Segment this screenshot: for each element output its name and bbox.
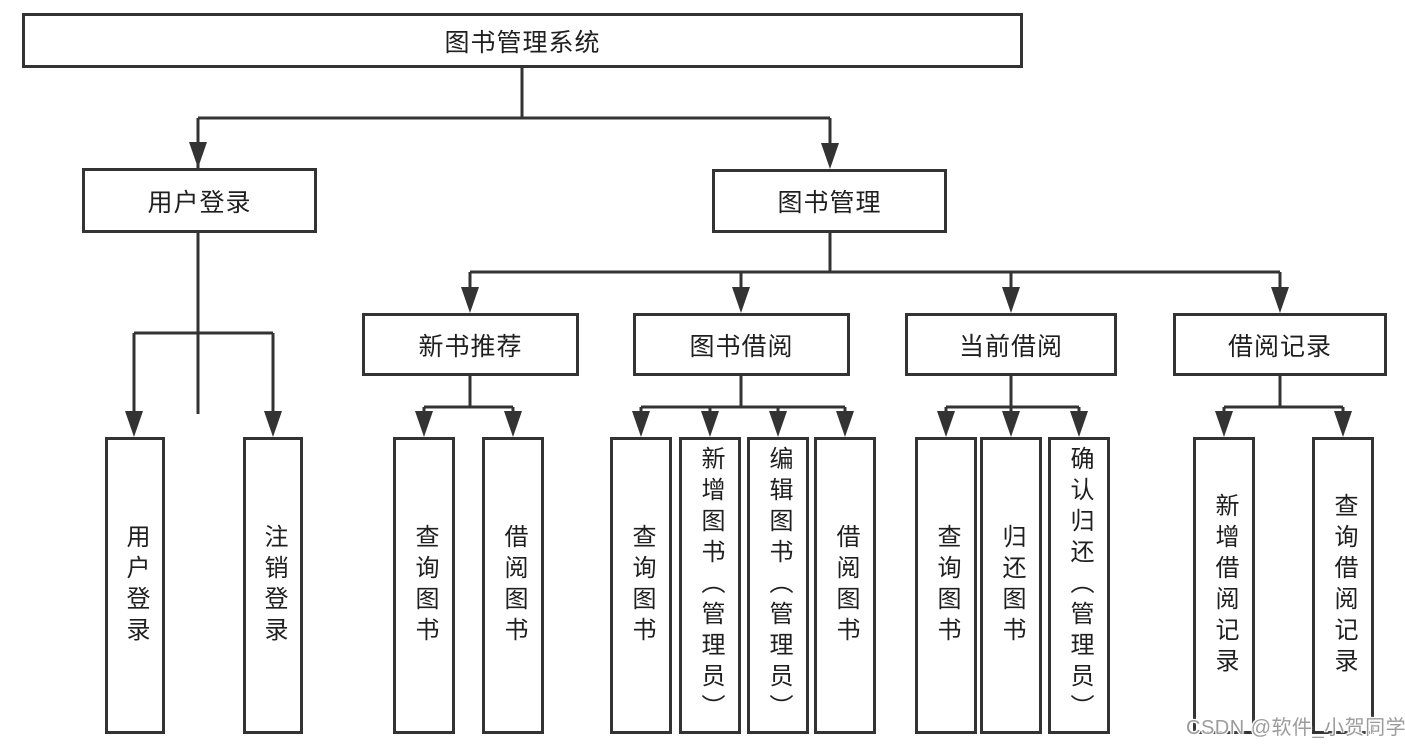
leaf-query-books-current: 查询图书 [915,437,977,734]
arrowhead [189,142,207,168]
leaf-logout: 注销登录 [243,437,303,734]
leaf-query-books-borrow: 查询图书 [610,437,672,734]
node-library-system-label: 图书管理系统 [444,28,601,57]
node-borrowing-records: 借阅记录 [1173,313,1387,376]
arrowhead [415,411,433,437]
node-new-book-recommendation-label: 新书推荐 [418,332,523,361]
arrowhead [632,411,650,437]
leaf-query-borrow-record: 查询借阅记录 [1312,437,1374,734]
node-book-borrowing-label: 图书借阅 [689,332,794,361]
csdn-watermark: CSDN @软件_小贺同学 [1186,717,1405,739]
node-borrowing-records-label: 借阅记录 [1227,332,1332,361]
arrowhead [1271,287,1289,313]
leaf-borrow-books-recommend: 借阅图书 [482,437,544,734]
leaf-confirm-return-admin-label: 确认归还（管理员） [1066,446,1093,725]
arrowhead [504,411,522,437]
leaf-query-books-borrow-label: 查询图书 [628,523,655,648]
leaf-confirm-return-admin: 确认归还（管理员） [1048,437,1110,734]
node-current-borrowing: 当前借阅 [905,313,1117,376]
arrowhead [125,411,143,437]
node-user-login: 用户登录 [82,168,317,233]
node-new-book-recommendation: 新书推荐 [362,313,579,376]
node-current-borrowing-label: 当前借阅 [958,332,1063,361]
node-book-management: 图书管理 [712,169,947,233]
node-book-management-label: 图书管理 [777,189,882,217]
branch-root-to-level2 [189,68,839,414]
leaf-add-borrow-record: 新增借阅记录 [1193,437,1255,734]
leaf-add-borrow-record-label: 新增借阅记录 [1211,492,1238,679]
arrowhead [769,411,787,437]
node-book-borrowing: 图书借阅 [633,313,850,376]
leaf-user-login-label: 用户登录 [122,523,149,648]
arrowhead [821,143,839,169]
arrowhead [1070,411,1088,437]
arrowhead [1334,411,1352,437]
leaf-return-books-label: 归还图书 [998,523,1025,648]
arrowhead [836,411,854,437]
leaf-user-login: 用户登录 [105,437,165,734]
leaf-query-borrow-record-label: 查询借阅记录 [1330,492,1357,679]
leaf-edit-books-admin-label: 编辑图书（管理员） [765,446,792,725]
arrowhead [1002,287,1020,313]
leaf-borrow-books-label: 借阅图书 [832,523,859,648]
branch-book-borrowing [632,376,854,437]
leaf-borrow-books: 借阅图书 [814,437,876,734]
arrowhead [1215,411,1233,437]
node-user-login-label: 用户登录 [147,188,252,217]
leaf-return-books: 归还图书 [980,437,1042,734]
arrowhead [264,411,282,437]
arrowhead [461,287,479,313]
branch-user-login [125,233,282,437]
leaf-query-books-current-label: 查询图书 [933,523,960,648]
leaf-add-books-admin: 新增图书（管理员） [679,437,741,734]
leaf-edit-books-admin: 编辑图书（管理员） [747,437,809,734]
leaf-borrow-books-recommend-label: 借阅图书 [500,523,527,648]
branch-borrowing-records [1215,376,1352,437]
leaf-add-books-admin-label: 新增图书（管理员） [697,446,724,725]
branch-book-management [461,233,1289,313]
arrowhead [937,411,955,437]
leaf-query-books-recommend: 查询图书 [393,437,455,734]
arrowhead [732,287,750,313]
leaf-logout-label: 注销登录 [260,523,287,648]
branch-new-book-recommendation [415,376,522,437]
leaf-query-books-recommend-label: 查询图书 [411,523,438,648]
arrowhead [701,411,719,437]
branch-current-borrowing [937,376,1088,437]
arrowhead [1002,411,1020,437]
node-library-system: 图书管理系统 [22,13,1023,68]
